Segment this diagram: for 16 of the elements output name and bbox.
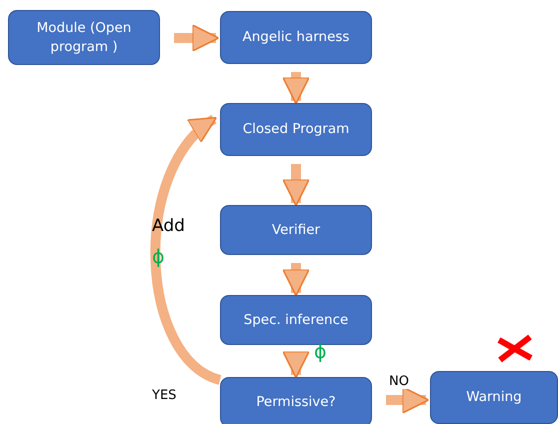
block-arrow xyxy=(282,350,310,378)
block-arrow xyxy=(282,263,310,296)
edge-label: NO xyxy=(387,374,411,389)
block-arrow xyxy=(174,24,220,52)
block-arrow xyxy=(282,72,310,104)
process-box: Angelic harness xyxy=(220,11,372,64)
process-box: Warning xyxy=(430,371,558,424)
block-arrow xyxy=(282,164,310,206)
block-arrow xyxy=(150,115,222,385)
process-box: Spec. inference xyxy=(220,295,372,345)
process-box: Verifier xyxy=(220,205,372,255)
process-box: Module (Open program ) xyxy=(8,10,160,65)
process-box: Closed Program xyxy=(220,103,372,156)
annotation-text: Add xyxy=(152,216,185,236)
phi-symbol: ϕ xyxy=(152,246,165,268)
decision-box: Permissive? xyxy=(220,377,372,424)
